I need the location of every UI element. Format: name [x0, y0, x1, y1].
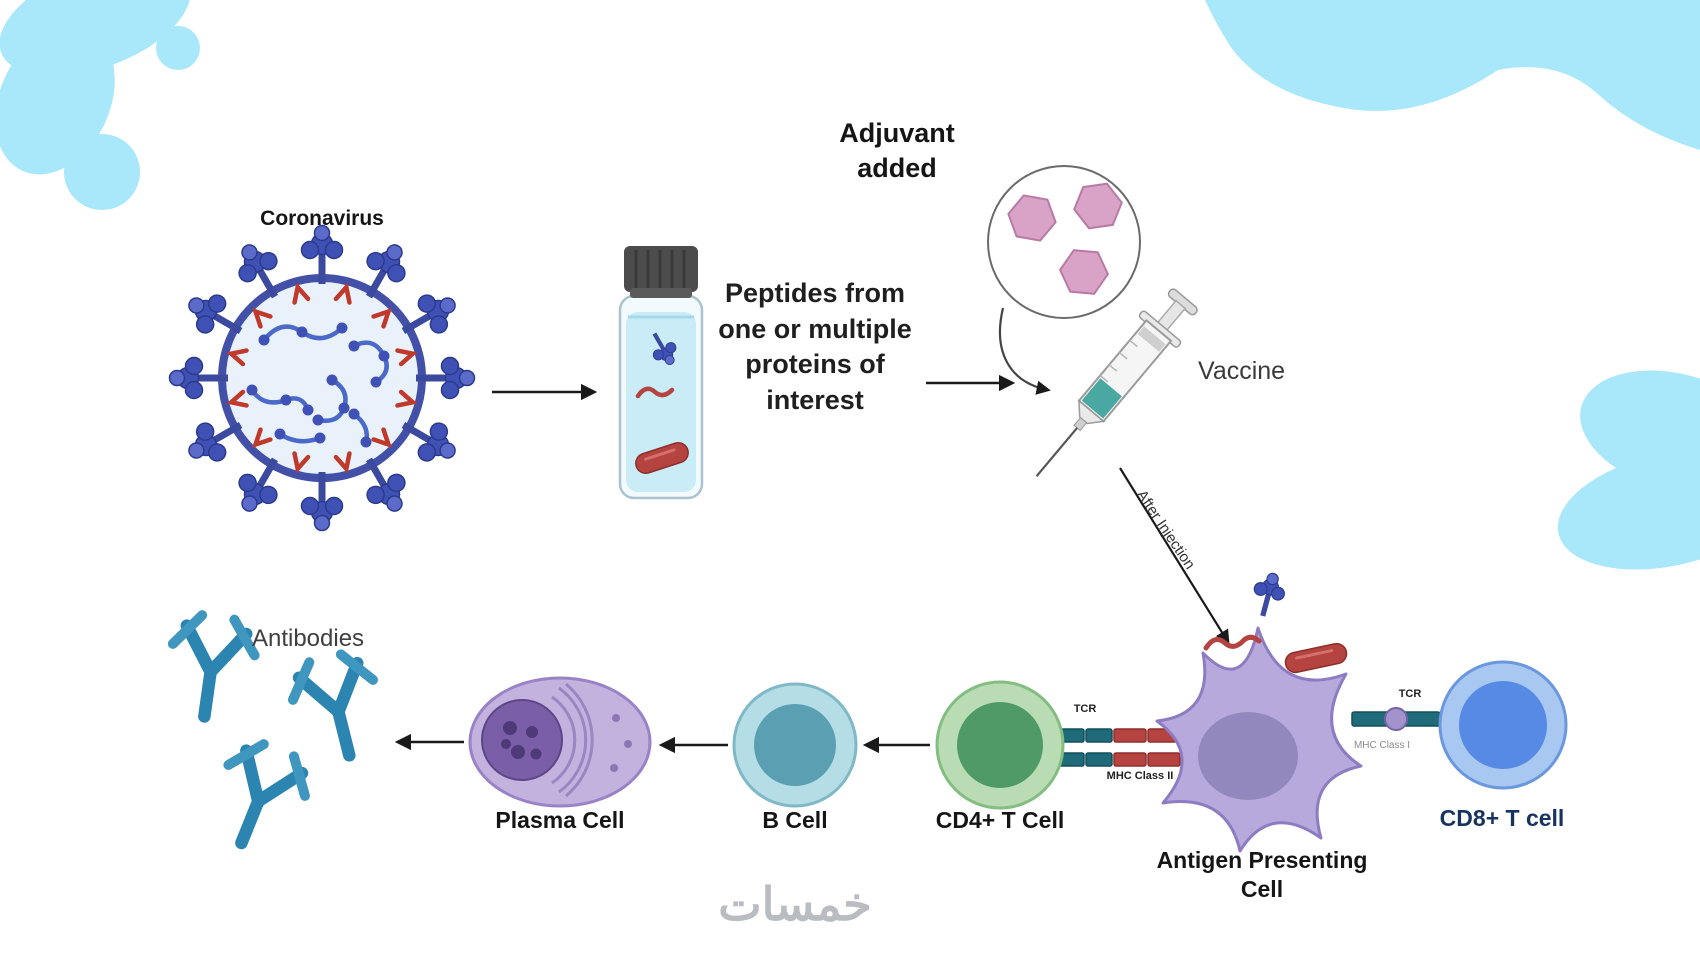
coronavirus-genome-dots: [246, 322, 390, 448]
cd4-t-cell-illustration: [935, 680, 1065, 810]
adjuvant-circle-illustration: [987, 165, 1141, 319]
peptide-fragment-icon: [635, 386, 675, 399]
peptide-pill-icon: [635, 441, 689, 475]
tcr-left-label: TCR: [1073, 703, 1097, 715]
antibody-icon: [203, 735, 317, 859]
apc-presented-spike-icon: [1248, 570, 1289, 620]
background-blob-top-left: [0, 0, 200, 210]
antibody-icon: [163, 612, 259, 723]
tcr-mhc2-receptors: [1057, 728, 1181, 767]
antigen-presenting-cell-label: Antigen Presenting Cell: [1156, 847, 1368, 902]
adjuvant-added-label: Adjuvant added: [839, 118, 955, 184]
background-blob-top-right: [1205, 0, 1700, 150]
watermark-text: خمسات: [718, 878, 872, 930]
cd4-t-cell-label: CD4+ T Cell: [935, 807, 1065, 833]
antibody-icon: [285, 648, 389, 765]
cd8-t-cell-illustration: [1438, 660, 1568, 790]
mhc-class-ii-label: MHC Class II: [1106, 770, 1174, 782]
tcr-right-label: TCR: [1398, 688, 1422, 700]
b-cell-label: B Cell: [762, 807, 828, 833]
tcr-mhc1-receptors: [1351, 707, 1441, 731]
b-cell-illustration: [732, 682, 858, 808]
after-injection-arrow: [1119, 467, 1230, 645]
coronavirus-label: Coronavirus: [260, 207, 384, 230]
antigen-presenting-cell-illustration: [1155, 570, 1363, 853]
antibodies-label: Antibodies: [251, 625, 365, 652]
apc-pill-icon: [1284, 642, 1348, 674]
plasma-cell-illustration: [468, 676, 652, 808]
syringe-illustration: [1035, 288, 1198, 477]
vaccine-label: Vaccine: [1198, 357, 1286, 385]
cd8-t-cell-label: CD8+ T cell: [1439, 805, 1565, 831]
coronavirus-illustration: [170, 226, 475, 531]
apc-peptide-fragment-icon: [1203, 634, 1262, 651]
peptides-note: Peptides from one or multiple proteins o…: [718, 278, 912, 415]
plasma-cell-label: Plasma Cell: [495, 807, 625, 833]
arrow-adjuvant-to-syringe: [998, 307, 1051, 395]
background-blob-right: [1557, 370, 1700, 570]
mhc-class-i-label: MHC Class I: [1353, 740, 1411, 751]
peptide-vial-illustration: [618, 246, 704, 500]
